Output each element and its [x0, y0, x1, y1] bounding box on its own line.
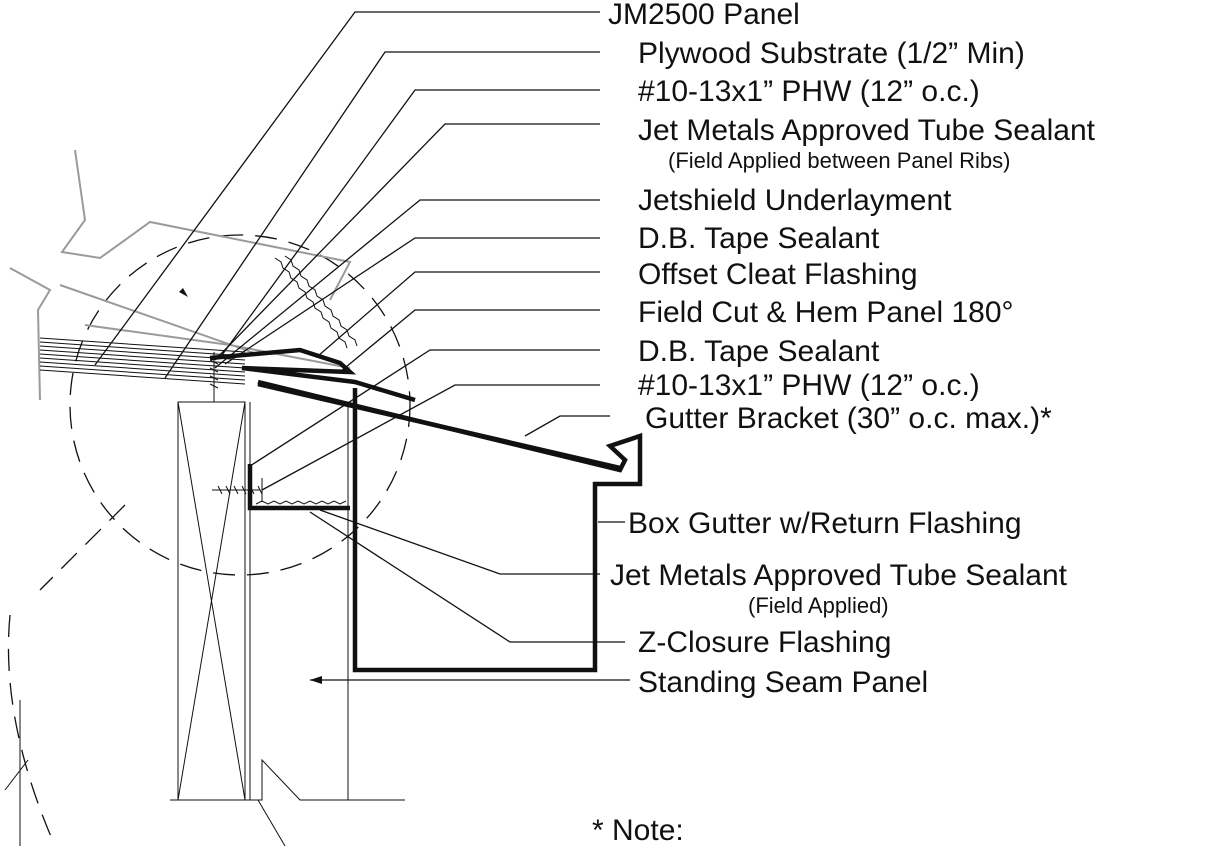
wall-stud-cross	[177, 401, 246, 801]
label-offset-cleat-flashing: Offset Cleat Flashing	[638, 258, 918, 291]
label-db-tape-sealant-top: D.B. Tape Sealant	[638, 222, 880, 255]
label-phw-screw-bottom: #10-13x1” PHW (12” o.c.)	[638, 369, 980, 402]
sheathing-line	[249, 402, 349, 800]
label-standing-seam-panel: Standing Seam Panel	[638, 666, 928, 699]
roof-and-wall-geometry	[4, 149, 643, 846]
label-z-closure-flashing: Z-Closure Flashing	[638, 626, 891, 659]
label-tube-sealant-bottom-sub: (Field Applied)	[748, 593, 889, 618]
outer-callout-arc	[7, 504, 126, 846]
tube-sealant-bead-bottom	[255, 500, 347, 505]
label-plywood-substrate: Plywood Substrate (1/2” Min)	[638, 37, 1025, 70]
label-box-gutter: Box Gutter w/Return Flashing	[628, 507, 1022, 540]
detail-callout-circle	[69, 234, 411, 576]
offset-cleat-flashing-shape	[209, 347, 416, 403]
callout-labels: JM2500 Panel Plywood Substrate (1/2” Min…	[592, 0, 1096, 846]
tube-sealant-bead-top-2	[284, 255, 358, 347]
label-jetshield-underlayment: Jetshield Underlayment	[638, 184, 952, 217]
label-tube-sealant-top: Jet Metals Approved Tube Sealant	[638, 114, 1096, 147]
jm2500-panel-outline	[60, 149, 352, 301]
label-jm2500-panel: JM2500 Panel	[608, 0, 800, 31]
z-closure-flashing-shape	[247, 464, 350, 511]
break-mark-left-arc	[4, 700, 29, 846]
screw-top	[209, 352, 219, 402]
label-phw-screw-top: #10-13x1” PHW (12” o.c.)	[638, 75, 980, 108]
label-db-tape-sealant-bottom: D.B. Tape Sealant	[638, 335, 880, 368]
plywood-boards	[39, 337, 246, 385]
box-gutter-shape	[257, 379, 643, 673]
note-heading: * Note:	[592, 814, 684, 846]
label-tube-sealant-bottom: Jet Metals Approved Tube Sealant	[610, 559, 1068, 592]
label-gutter-bracket: Gutter Bracket (30” o.c. max.)*	[645, 402, 1052, 435]
screw-bottom	[212, 478, 263, 502]
label-tube-sealant-top-sub: (Field Applied between Panel Ribs)	[668, 148, 1010, 173]
tube-sealant-bead-top	[274, 257, 348, 349]
leader-lines	[94, 11, 630, 684]
label-field-cut-hem: Field Cut & Hem Panel 180°	[638, 296, 1014, 329]
gutter-bracket-shape	[257, 381, 621, 471]
bottom-break-line	[170, 758, 405, 846]
